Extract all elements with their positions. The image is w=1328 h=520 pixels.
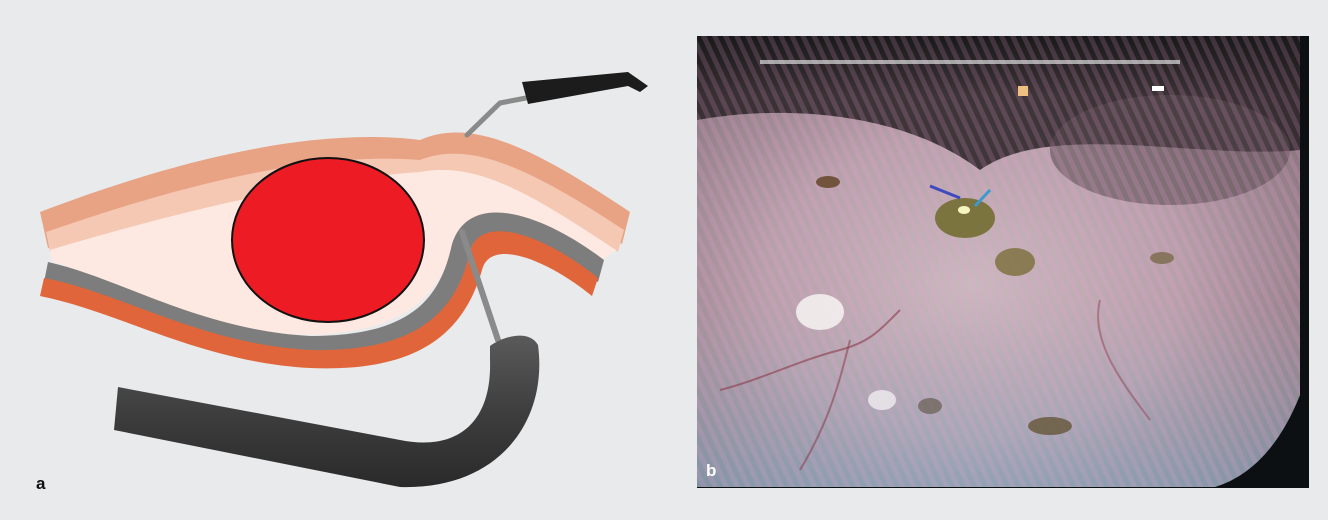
schematic-panel	[40, 72, 648, 487]
lesion-circle	[232, 158, 424, 322]
panel-label-b: b	[706, 462, 716, 479]
grasping-instrument	[467, 72, 648, 135]
endoscopic-photo	[697, 36, 1309, 490]
panel-label-a: a	[36, 475, 45, 492]
reflection-spot	[796, 294, 844, 330]
